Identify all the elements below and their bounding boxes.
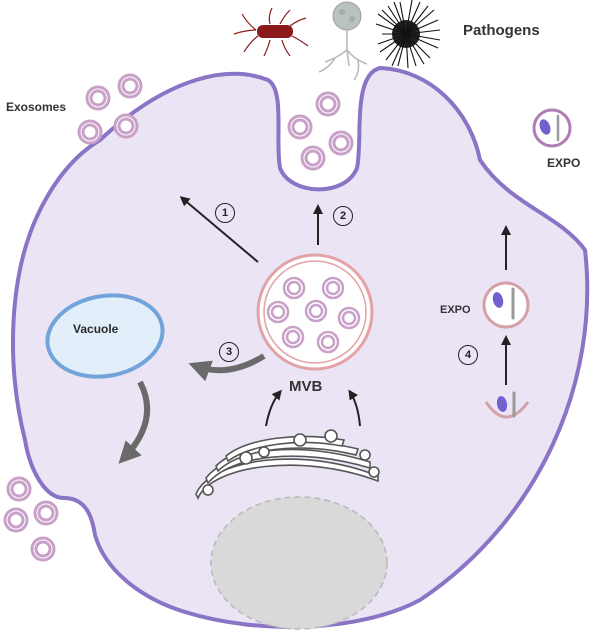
pathway-number-3: 3: [219, 342, 239, 362]
exosomes-label: Exosomes: [6, 100, 67, 114]
arrow-golgi-right: [348, 389, 361, 427]
bacterium-icon: [233, 7, 309, 57]
pathogens-label: Pathogens: [463, 22, 540, 39]
expo-label-cytoplasm: EXPO: [440, 304, 471, 316]
mvb-label: MVB: [289, 378, 323, 395]
expo-forming-membrane: [484, 391, 530, 419]
pathway-number-1: 1: [215, 203, 235, 223]
pathway-number-2: 2: [333, 206, 353, 226]
arrow-golgi-left: [265, 389, 282, 427]
pathway-number-4: 4: [458, 345, 478, 365]
exosome-cluster-invagination: [287, 91, 354, 171]
expo-vesicle-outside: [532, 108, 572, 148]
exosome-cluster-outside: [77, 73, 143, 145]
virus-particle-icon: [375, 0, 441, 69]
mvb: [256, 253, 374, 371]
exosome-cluster-bottom: [3, 476, 59, 562]
expo-label-outside: EXPO: [547, 156, 581, 170]
vacuole: [45, 293, 165, 379]
arrow-pathway-3: [188, 353, 266, 382]
arrow-vacuole-to-exterior: [118, 380, 151, 464]
expo-vesicle-cytoplasm: [482, 281, 530, 329]
fungal-spore-icon: [318, 1, 368, 81]
arrow-pathway-1: [179, 196, 259, 263]
golgi-apparatus: [195, 429, 380, 500]
nucleus: [210, 496, 388, 630]
vacuole-label: Vacuole: [73, 322, 119, 336]
